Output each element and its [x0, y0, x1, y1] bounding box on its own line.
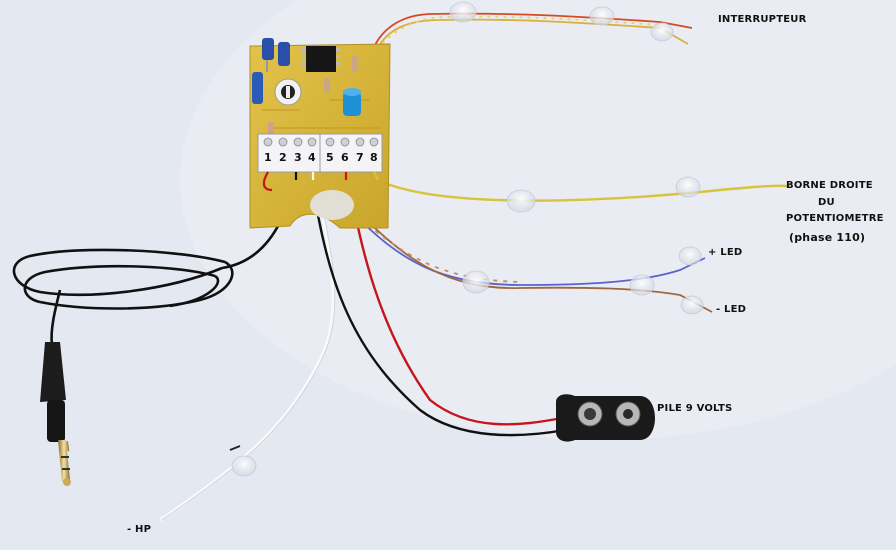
resistors: [268, 56, 358, 136]
label-borne-line1: BORNE DROITE: [786, 180, 873, 191]
terminal-number-5: 5: [326, 151, 334, 164]
terminal-block: [257, 133, 383, 173]
terminal-number-6: 6: [341, 151, 349, 164]
terminal-number-3: 3: [294, 151, 302, 164]
label-phase: (phase 110): [789, 231, 866, 244]
label-pile: PILE 9 VOLTS: [657, 403, 733, 414]
terminal-number-2: 2: [279, 151, 287, 164]
suction-cups: [231, 1, 704, 477]
capacitor-icon: [252, 38, 361, 116]
label-borne-line3: POTENTIOMETRE: [786, 213, 884, 224]
terminal-number-8: 8: [370, 151, 378, 164]
terminal-number-7: 7: [356, 151, 364, 164]
ic-chip-icon: [302, 46, 340, 72]
label-hp-minus: - HP: [127, 524, 152, 535]
label-led-plus: + LED: [708, 247, 743, 258]
battery-clip-icon: [556, 394, 655, 442]
label-led-minus: - LED: [716, 304, 747, 315]
terminal-wire-stubs: [262, 171, 379, 192]
audio-jack-plug-icon: [40, 342, 71, 486]
terminal-number-1: 1: [264, 151, 272, 164]
black-audio-cable: [12, 171, 298, 346]
yellow-wire-potentiometer: [377, 178, 791, 202]
battery-wires: [308, 164, 566, 437]
white-wire-hp: [159, 169, 336, 522]
label-interrupteur: INTERRUPTEUR: [718, 14, 807, 25]
terminal-number-4: 4: [308, 151, 316, 164]
potentiometer-icon: [274, 78, 302, 106]
label-borne-line2: DU: [818, 197, 835, 208]
